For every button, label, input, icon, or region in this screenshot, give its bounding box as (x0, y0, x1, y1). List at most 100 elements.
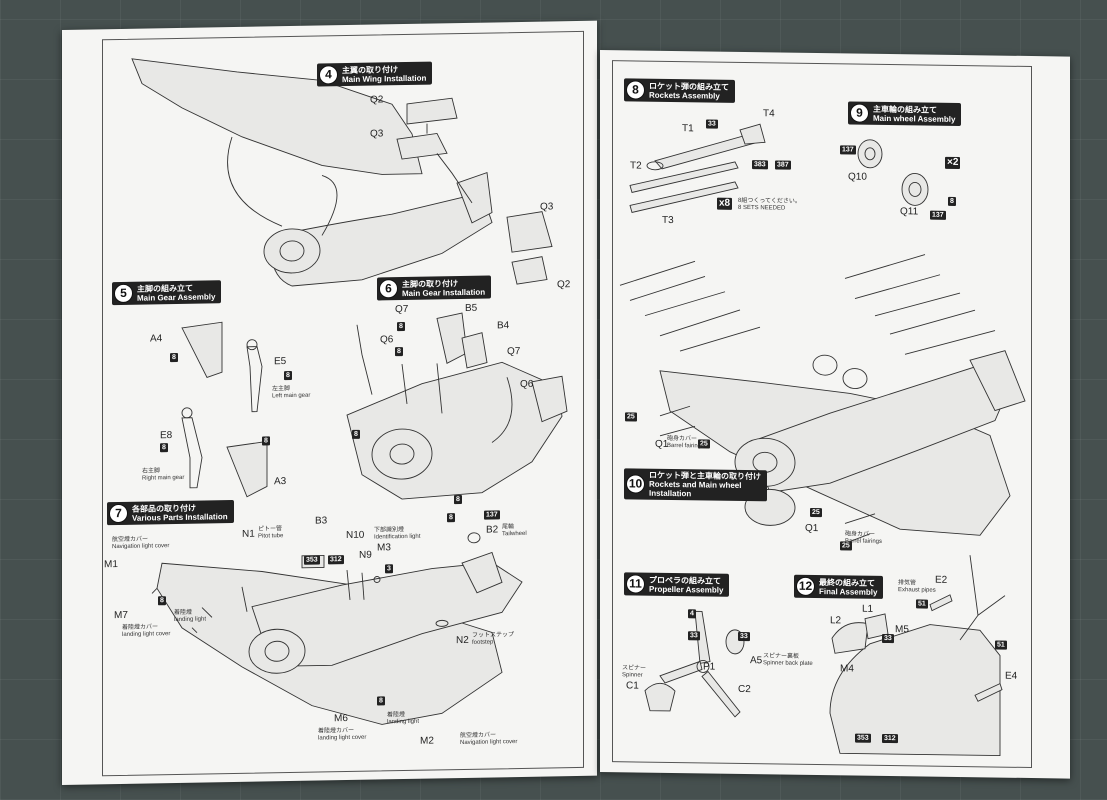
part-label-m5: M5 (895, 624, 909, 636)
spinner-back-en: Spinner back plate (763, 660, 813, 667)
part-label-t3: T3 (662, 214, 674, 227)
paint-badge-4: 4 (688, 609, 696, 619)
multiplier-x8: x8 (717, 197, 733, 210)
part-label-q7: Q7 (395, 303, 409, 316)
paint-badge-353: 353 (855, 733, 871, 743)
paint-badge-137: 137 (840, 145, 856, 155)
spinner-back-jp: スピナー裏板 (763, 653, 800, 660)
fuselage-step12 (829, 624, 1001, 757)
step-5-number: 5 (114, 283, 133, 304)
paint-badge-8: 8 (262, 436, 270, 446)
paint-badge-383: 383 (752, 160, 768, 170)
step-9-number: 9 (850, 103, 869, 123)
step-10-en2: Installation (649, 488, 692, 499)
rocket-fins-t4 (739, 123, 766, 145)
part-label-l2: L2 (830, 615, 842, 627)
part-label-n9: N9 (359, 549, 372, 561)
gear-leg-e5 (246, 346, 263, 413)
part-label-q2-right: Q2 (557, 279, 571, 291)
flap-q2b (511, 256, 548, 285)
paint-badge-25: 25 (810, 507, 822, 518)
spinner-en: Spinner (622, 672, 643, 679)
step-5-en: Main Gear Assembly (137, 291, 216, 303)
landing-light-en-2: landing light (387, 718, 420, 726)
gear-door-b4 (461, 332, 488, 369)
tail-step10 (969, 350, 1026, 412)
paint-badge-312: 312 (882, 733, 898, 744)
engine-nacelle-step4 (263, 228, 321, 274)
part-label-b3: B3 (315, 515, 328, 527)
left-line-drawings (131, 58, 568, 725)
paint-badge-8: 8 (160, 443, 168, 453)
part-label-a3: A3 (274, 476, 287, 488)
step-9-en: Main wheel Assembly (873, 113, 956, 124)
tailwheel-jp: 尾輪 (502, 524, 515, 531)
gear-door-a4 (181, 321, 223, 379)
part-label-q2: Q2 (370, 94, 384, 106)
paint-badge-51: 51 (995, 640, 1007, 650)
part-label-l1: L1 (862, 603, 874, 615)
id-light-jp: 下部識別燈 (374, 527, 405, 534)
paint-badge-8: 8 (395, 347, 403, 357)
wing-outline-step4 (131, 58, 423, 175)
part-label-a4: A4 (150, 333, 163, 345)
rocket-rack-left (619, 260, 761, 352)
paint-badge-8: 8 (377, 696, 385, 706)
paint-badge-8: 8 (158, 596, 166, 606)
part-label-m6: M6 (334, 713, 348, 725)
paint-badge-33: 33 (688, 631, 700, 641)
rocket-rack-right (844, 254, 996, 355)
part-label-m4: M4 (840, 663, 854, 675)
gear-door-step6-right (531, 375, 568, 423)
exhaust-jp: 排気管 (898, 580, 917, 587)
wheel-q11 (901, 172, 929, 206)
part-label-t4: T4 (763, 108, 775, 120)
engine-nacelle-step6 (371, 428, 433, 480)
landing-light-jp-2: 着陸燈 (387, 712, 406, 719)
landing-cover-jp: 着陸燈カバー (122, 624, 159, 631)
part-label-e2: E2 (935, 574, 948, 586)
part-label-b2: B2 (486, 524, 499, 536)
part-label-q1-lower: Q1 (805, 522, 819, 535)
rail-t2 (629, 161, 739, 193)
paint-badge-137: 137 (484, 510, 500, 520)
barrel-jp: 砲身カバー (667, 435, 698, 443)
right-line-drawings (619, 123, 1026, 757)
paint-badge-8: 8 (352, 429, 360, 439)
part-label-m3: M3 (377, 542, 391, 554)
gear-leg-e8 (181, 417, 203, 489)
left-gear-jp: 左主脚 (272, 386, 291, 393)
part-label-q6-right: Q6 (520, 378, 534, 391)
landing-light-jp: 着陸燈 (174, 609, 193, 617)
step-6-number: 6 (379, 279, 398, 299)
part-label-n2: N2 (456, 634, 469, 647)
barrel-en: Barrel fairings (667, 442, 705, 450)
part-label-a5: A5 (750, 655, 763, 667)
spinner-c1 (644, 682, 676, 712)
gear-door-a3 (226, 440, 268, 498)
step-8-number: 8 (626, 80, 645, 100)
footstep-en: footstep (472, 639, 494, 646)
tail-step7 (461, 551, 503, 594)
flap-q2 (406, 97, 458, 125)
part-label-q7-right: Q7 (507, 345, 521, 358)
id-light-en: Identification light (374, 533, 421, 541)
propeller-blade-left (659, 660, 703, 684)
flap-q3b (506, 211, 553, 253)
pitot-en: Pitot tube (258, 533, 284, 540)
